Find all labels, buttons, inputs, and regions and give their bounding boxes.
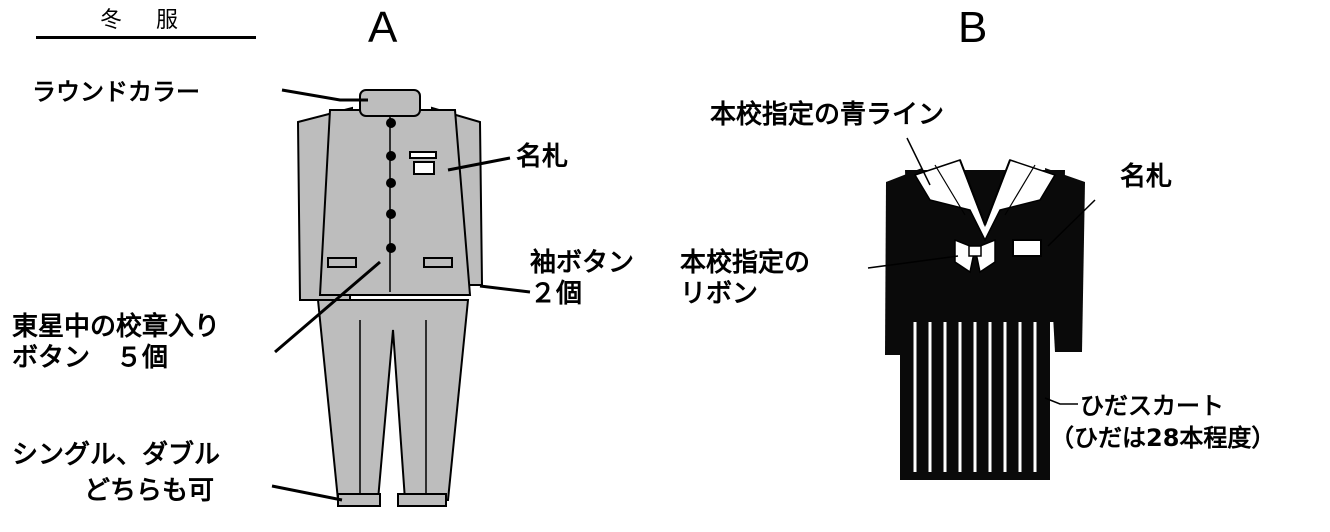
- label-pleat-count: （ひだは28本程度）: [1050, 424, 1276, 452]
- left-cuff: [337, 493, 381, 507]
- trousers: [316, 299, 470, 501]
- label-pleat-skirt: ひだスカート: [1080, 392, 1224, 420]
- leader-lines-b: [867, 137, 1096, 405]
- label-round-collar: ラウンドカラー: [32, 78, 200, 106]
- title-underline: [36, 36, 256, 39]
- gakuran-buttons: [386, 118, 396, 253]
- label-nametag-girls: 名札: [1120, 162, 1173, 192]
- label-blue-line: 本校指定の青ライン: [710, 100, 945, 130]
- section-letter-a: A: [368, 3, 398, 52]
- sailor-uniform: [885, 159, 1085, 480]
- label-sleeve-button: 袖ボタン ２個: [530, 248, 635, 309]
- leader-lines-a: [271, 88, 531, 502]
- nametag-girls: [1012, 239, 1042, 257]
- right-cuff: [397, 493, 447, 507]
- gakuran-suit: [296, 89, 484, 507]
- left-pocket-flap: [327, 257, 357, 268]
- label-ribbon: 本校指定の リボン: [680, 248, 811, 309]
- page-title: 冬 服: [100, 8, 185, 33]
- nametag-holder: [409, 151, 437, 159]
- label-either-ok: どちらも可: [84, 476, 215, 506]
- section-letter-b: B: [958, 3, 988, 52]
- right-pocket-flap: [423, 257, 453, 268]
- label-single-double: シングル、ダブル: [12, 440, 221, 470]
- nametag-boys: [413, 161, 435, 175]
- ribbon: [954, 238, 996, 274]
- label-school-button: 東星中の校章入り ボタン ５個: [12, 312, 221, 373]
- label-nametag-boys: 名札: [516, 142, 569, 172]
- round-collar: [359, 89, 421, 117]
